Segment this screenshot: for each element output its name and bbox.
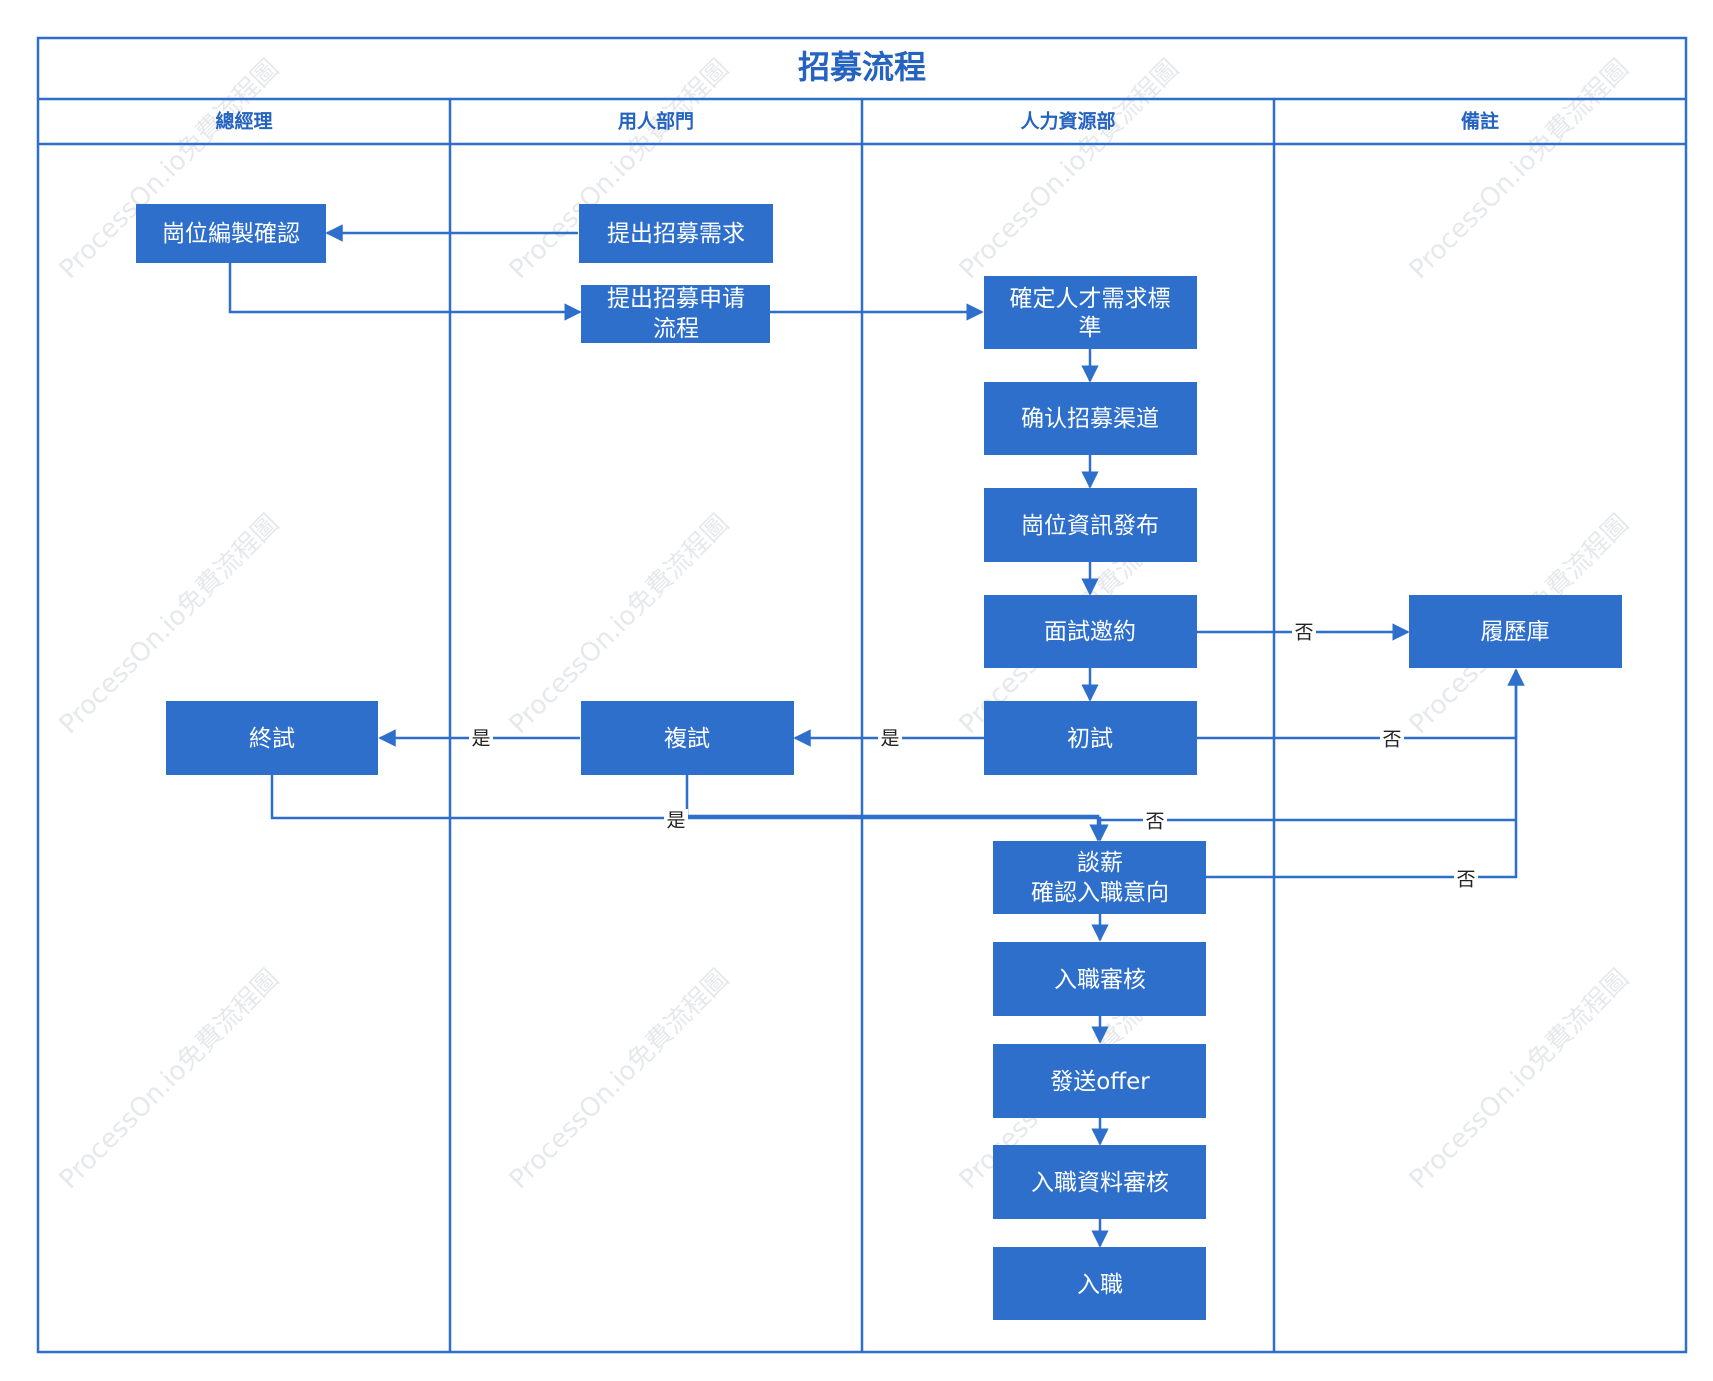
watermark-text: ProcessOn.io免費流程圖 <box>1404 54 1635 285</box>
node-salary-line1: 談薪 <box>1077 850 1123 876</box>
watermark-text: ProcessOn.io免費流程圖 <box>54 964 285 1195</box>
node-docs: 入職資料審核 <box>993 1145 1206 1219</box>
node-salary: 談薪 確認入職意向 <box>993 841 1206 914</box>
svg-text:崗位資訊發布: 崗位資訊發布 <box>1021 513 1159 539</box>
edge-label-second-yes: 是 <box>471 728 490 750</box>
node-first-interview-line1: 初試 <box>1067 726 1113 752</box>
svg-text:複試: 複試 <box>664 726 710 752</box>
svg-text:初試: 初試 <box>1067 726 1113 752</box>
svg-text:崗位編製確認: 崗位編製確認 <box>162 221 300 247</box>
lane-header-hiring-department: 用人部門 <box>618 110 694 133</box>
node-review-line1: 入職審核 <box>1054 967 1146 993</box>
node-review: 入職審核 <box>993 942 1206 1016</box>
node-resume-db: 履歷庫 <box>1409 595 1622 668</box>
watermark-text: ProcessOn.io免費流程圖 <box>1404 964 1635 1195</box>
node-channel: 确认招募渠道 <box>984 382 1197 455</box>
svg-text:确认招募渠道: 确认招募渠道 <box>1021 406 1159 432</box>
edge-label-return-no: 否 <box>1145 811 1164 833</box>
svg-text:確認入職意向: 確認入職意向 <box>1031 880 1169 906</box>
svg-text:準: 準 <box>1079 315 1102 341</box>
node-first-interview: 初試 <box>984 701 1197 775</box>
node-apply-flow-line2: 流程 <box>653 316 699 342</box>
edge-label-first-no: 否 <box>1382 729 1401 751</box>
svg-text:入職資料審核: 入職資料審核 <box>1031 1170 1169 1196</box>
node-docs-line1: 入職資料審核 <box>1031 1170 1169 1196</box>
svg-text:提出招募申请: 提出招募申请 <box>607 286 745 312</box>
svg-text:發送offer: 發送offer <box>1050 1069 1150 1095</box>
node-publish-line1: 崗位資訊發布 <box>1021 513 1159 539</box>
watermark-text: ProcessOn.io免費流程圖 <box>954 54 1185 285</box>
node-second-interview: 複試 <box>581 701 794 775</box>
node-second-interview-line1: 複試 <box>664 726 710 752</box>
node-final-interview-line1: 終試 <box>249 726 295 752</box>
edge-post-confirm-to-apply <box>228 263 582 321</box>
edge-label-final-yes: 是 <box>666 810 685 832</box>
lane-header-general-manager: 總經理 <box>215 110 272 133</box>
edge-label-salary-no: 否 <box>1456 869 1475 891</box>
node-onboard-line1: 入職 <box>1077 1272 1123 1298</box>
edge-label-invite-no: 否 <box>1294 622 1313 644</box>
node-request: 提出招募需求 <box>579 204 773 263</box>
node-resume-db-line1: 履歷庫 <box>1481 619 1550 645</box>
node-offer: 發送offer <box>993 1044 1206 1118</box>
node-define-std-line2: 準 <box>1079 315 1102 341</box>
svg-text:流程: 流程 <box>653 316 699 342</box>
edges <box>228 224 1525 1248</box>
svg-text:提出招募需求: 提出招募需求 <box>607 221 745 247</box>
node-apply-flow-line1: 提出招募申请 <box>607 286 745 312</box>
lane-header-remarks: 備註 <box>1461 110 1499 133</box>
node-post-confirm: 崗位編製確認 <box>136 204 326 263</box>
node-define-std-line1: 確定人才需求標 <box>1010 286 1171 312</box>
edge-labels: 否 是 是 否 是 否 否 <box>469 620 1478 891</box>
edge-second-to-salary <box>685 775 1107 842</box>
svg-text:面試邀約: 面試邀約 <box>1044 619 1136 645</box>
svg-text:談薪: 談薪 <box>1077 850 1123 876</box>
node-final-interview: 終試 <box>166 701 378 775</box>
svg-text:確定人才需求標: 確定人才需求標 <box>1010 286 1171 312</box>
edge-salary-to-resume-db <box>1206 670 1518 879</box>
edge-label-first-yes: 是 <box>880 728 899 750</box>
svg-text:入職審核: 入職審核 <box>1054 967 1146 993</box>
node-request-line1: 提出招募需求 <box>607 221 745 247</box>
node-offer-line1: 發送offer <box>1050 1069 1150 1095</box>
node-salary-line2: 確認入職意向 <box>1031 880 1169 906</box>
lane-header-hr-department: 人力資源部 <box>1020 110 1115 133</box>
watermark-text: ProcessOn.io免費流程圖 <box>504 964 735 1195</box>
swimlane-frame <box>36 36 1688 1354</box>
node-apply-flow: 提出招募申请 流程 <box>581 285 770 343</box>
node-onboard: 入職 <box>993 1247 1206 1320</box>
node-publish: 崗位資訊發布 <box>984 488 1197 562</box>
node-invite-line1: 面試邀約 <box>1044 619 1136 645</box>
node-define-std: 確定人才需求標 準 <box>984 276 1197 349</box>
node-post-confirm-line1: 崗位編製確認 <box>162 221 300 247</box>
node-channel-line1: 确认招募渠道 <box>1021 406 1159 432</box>
svg-text:終試: 終試 <box>249 726 295 752</box>
nodes: 崗位編製確認 提出招募需求 提出招募申请 流程 確定人才需求標 準 确认招募渠道… <box>136 204 1622 1320</box>
svg-text:入職: 入職 <box>1077 1272 1123 1298</box>
svg-text:履歷庫: 履歷庫 <box>1481 619 1550 645</box>
diagram-title: 招募流程 <box>798 48 926 86</box>
node-invite: 面試邀約 <box>984 595 1197 668</box>
